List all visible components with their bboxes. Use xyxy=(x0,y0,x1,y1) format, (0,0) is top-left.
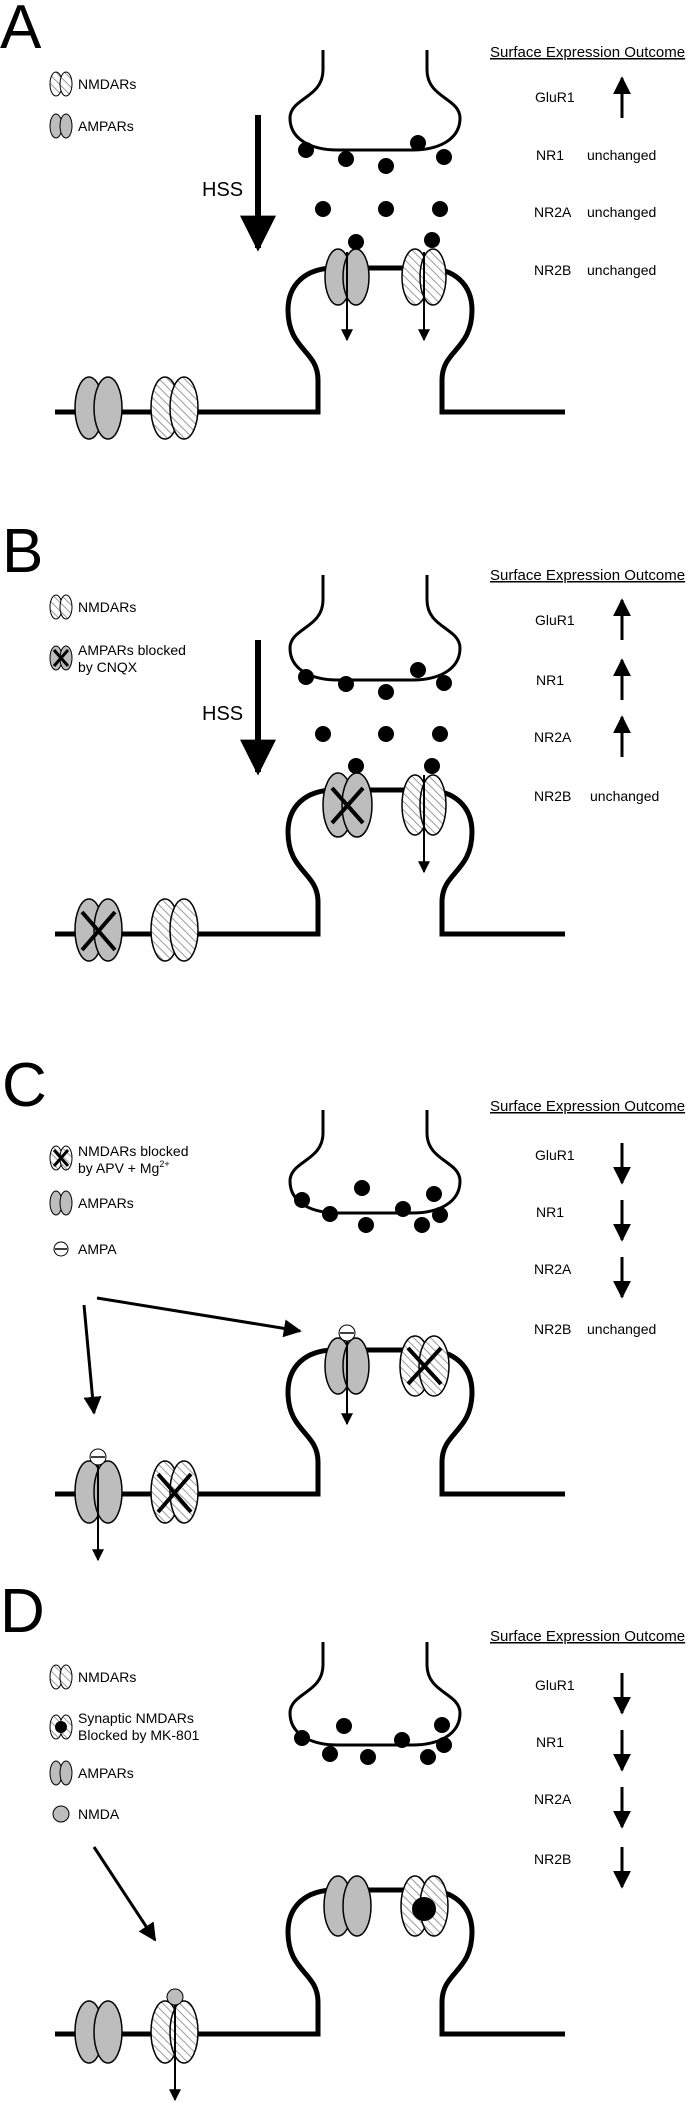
nmda-arrow xyxy=(92,1846,157,1942)
extrasynaptic-blocked-ampar xyxy=(74,898,123,962)
legend-label: NMDARs xyxy=(78,76,136,92)
dendritic-membrane xyxy=(55,1347,565,1497)
extrasynaptic-ampar xyxy=(74,2000,123,2064)
legend-label-line2: by CNQX xyxy=(78,659,138,675)
synaptic-nmdar xyxy=(401,248,447,342)
legend-label: AMPARs xyxy=(78,1765,134,1781)
panel-letter: D xyxy=(0,1577,45,1646)
hss-label: HSS xyxy=(202,179,243,201)
panel-letter: C xyxy=(2,1051,47,1120)
synaptic-ampar xyxy=(324,248,370,342)
neurotransmitter-dots xyxy=(294,1717,452,1765)
legend-label: NMDARs blocked xyxy=(78,1143,188,1159)
outcome-label: NR2A xyxy=(534,204,572,220)
legend-nmdar-icon xyxy=(49,1664,73,1690)
outcome-label: NR1 xyxy=(536,1204,564,1220)
outcome-value: unchanged xyxy=(590,788,659,804)
outcome-label: NR1 xyxy=(536,1734,564,1750)
panel-letter: A xyxy=(0,0,42,62)
legend-blocked-nmdar-icon xyxy=(49,1145,73,1171)
extrasynaptic-ampar xyxy=(74,1448,123,1562)
presynaptic-terminal xyxy=(288,1642,462,1747)
outcome-label: GluR1 xyxy=(535,1147,575,1163)
extrasynaptic-nmdar xyxy=(150,1988,199,2102)
extrasynaptic-ampar xyxy=(74,376,123,440)
synaptic-mk801-nmdar xyxy=(400,1875,449,1937)
legend-ampar-icon xyxy=(49,1760,73,1786)
synaptic-ampar xyxy=(323,1875,372,1937)
outcome-title: Surface Expression Outcome xyxy=(490,1098,685,1115)
synaptic-blocked-ampar xyxy=(322,772,373,838)
outcome-label: NR1 xyxy=(536,672,564,688)
neurotransmitter-dots xyxy=(294,1180,448,1233)
synaptic-ampar xyxy=(324,1324,370,1426)
legend-label-line2: by APV + Mg2+ xyxy=(78,1159,170,1176)
legend-label: NMDARs xyxy=(78,599,136,615)
outcome-value: unchanged xyxy=(587,1321,656,1337)
outcome-label: NR1 xyxy=(536,147,564,163)
dendritic-membrane xyxy=(55,787,565,937)
presynaptic-terminal xyxy=(288,1110,462,1215)
legend-ampar-icon xyxy=(49,113,73,139)
panel-a: A NMDARs AMPARs HSS xyxy=(0,0,685,440)
legend-nmda-icon xyxy=(52,1805,70,1823)
ampa-arrow xyxy=(82,1304,102,1415)
legend-nmdar-icon xyxy=(49,71,73,97)
panel-d: D NMDARs Synaptic NMDARs Blocked by MK-8… xyxy=(0,1577,685,2102)
outcome-title: Surface Expression Outcome xyxy=(490,44,685,61)
extrasynaptic-nmdar xyxy=(150,898,199,962)
legend-label: AMPARs xyxy=(78,1195,134,1211)
legend-label: AMPARs xyxy=(78,118,134,134)
presynaptic-terminal xyxy=(288,50,462,152)
outcome-title: Surface Expression Outcome xyxy=(490,1628,685,1645)
outcome-label: NR2A xyxy=(534,1791,572,1807)
synaptic-nmdar xyxy=(401,774,447,874)
outcome-label: NR2A xyxy=(534,1261,572,1277)
legend-nmdar-icon xyxy=(49,594,73,620)
synaptic-blocked-nmdar xyxy=(399,1335,450,1397)
legend-mk801-nmdar-icon xyxy=(49,1714,73,1740)
outcome-label: NR2B xyxy=(534,262,571,278)
outcome-label: NR2B xyxy=(534,788,571,804)
outcome-value: unchanged xyxy=(587,262,656,278)
legend-label: NMDARs xyxy=(78,1669,136,1685)
legend-label: AMPA xyxy=(78,1241,117,1257)
legend-label-line2: Blocked by MK-801 xyxy=(78,1727,200,1743)
neurotransmitter-dots xyxy=(298,135,452,250)
outcome-value: unchanged xyxy=(587,147,656,163)
panel-letter: B xyxy=(2,517,43,586)
outcome-title: Surface Expression Outcome xyxy=(490,567,685,584)
legend-label: AMPARs blocked xyxy=(78,642,186,658)
panel-c: C NMDARs blocked by APV + Mg2+ AMPARs AM… xyxy=(2,1051,685,1562)
extrasynaptic-blocked-nmdar xyxy=(150,1460,199,1524)
legend-ampa-icon xyxy=(53,1241,69,1257)
legend-ampar-icon xyxy=(49,1190,73,1216)
outcome-value: unchanged xyxy=(587,204,656,220)
extrasynaptic-nmdar xyxy=(150,376,199,440)
outcome-label: NR2B xyxy=(534,1321,571,1337)
outcome-label: NR2A xyxy=(534,729,572,745)
outcome-label: GluR1 xyxy=(535,89,575,105)
ampa-arrow xyxy=(96,1296,302,1338)
outcome-label: GluR1 xyxy=(535,612,575,628)
legend-label: Synaptic NMDARs xyxy=(78,1710,194,1726)
panel-b: B NMDARs AMPARs blocked by CNQX HSS xyxy=(2,517,685,962)
neurotransmitter-dots xyxy=(298,662,452,774)
dendritic-membrane xyxy=(55,1887,565,2037)
outcome-label: NR2B xyxy=(534,1851,571,1867)
presynaptic-terminal xyxy=(288,575,462,682)
dendritic-membrane xyxy=(55,265,565,415)
hss-label: HSS xyxy=(202,703,243,725)
outcome-label: GluR1 xyxy=(535,1677,575,1693)
legend-label: NMDA xyxy=(78,1806,120,1822)
legend-blocked-ampar-icon xyxy=(49,645,73,671)
